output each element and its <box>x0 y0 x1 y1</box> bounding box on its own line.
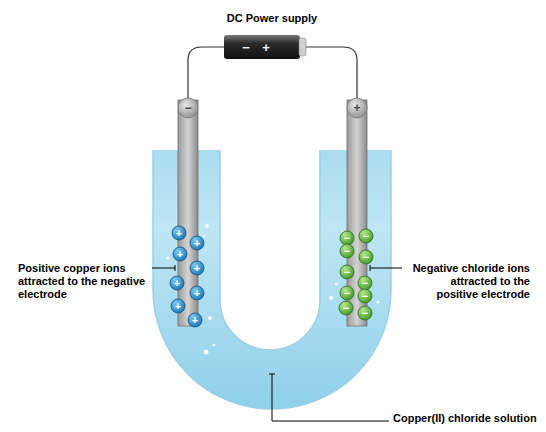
ion-sign: + <box>194 238 200 249</box>
ion-sign: − <box>363 252 369 263</box>
chloride-ion <box>359 250 373 264</box>
copper-ion <box>172 226 186 240</box>
ion-sign: − <box>362 308 368 319</box>
chloride-ion <box>340 244 354 258</box>
callout-label: Positive copper ions attracted to the ne… <box>18 262 148 302</box>
ion-sign: + <box>192 315 198 326</box>
ion-sign: + <box>176 228 182 239</box>
chloride-ion <box>339 301 353 315</box>
copper-ion <box>170 276 184 290</box>
callout-label: Copper(II) chloride solution <box>393 412 538 425</box>
callout-label: Negative chloride ions attracted to the … <box>406 262 530 302</box>
ion-sign: + <box>194 263 200 274</box>
chloride-ion <box>358 276 372 290</box>
ion-sign: − <box>362 291 368 302</box>
ion-sign: − <box>344 288 350 299</box>
copper-ion <box>190 286 204 300</box>
leader-line <box>152 265 402 421</box>
copper-ion <box>190 261 204 275</box>
chloride-ion <box>359 229 373 243</box>
ion-sign: + <box>194 288 200 299</box>
chloride-ion <box>340 231 354 245</box>
chloride-ion <box>340 265 354 279</box>
title-label: DC Power supply <box>192 12 352 25</box>
ion-sign: − <box>344 267 350 278</box>
ion-sign: − <box>362 278 368 289</box>
bubbles <box>167 224 380 355</box>
copper-ion <box>173 247 187 261</box>
copper-ion <box>188 313 202 327</box>
chloride-ion <box>358 306 372 320</box>
terminal-cap <box>178 98 198 118</box>
chloride-ion <box>358 289 372 303</box>
wire <box>306 47 357 99</box>
battery-sign: − <box>242 41 250 54</box>
wire <box>188 47 224 99</box>
ion-sign: − <box>363 231 369 242</box>
terminal-sign: + <box>353 102 360 114</box>
ion-sign: + <box>174 278 180 289</box>
ion-sign: − <box>344 246 350 257</box>
battery-sign: + <box>262 41 270 54</box>
ion-sign: − <box>343 303 349 314</box>
ion-sign: + <box>177 249 183 260</box>
ion-sign: + <box>175 301 181 312</box>
terminal-cap <box>347 98 367 118</box>
copper-ion <box>171 299 185 313</box>
copper-ion <box>190 236 204 250</box>
ion-sign: − <box>344 233 350 244</box>
battery <box>224 35 306 59</box>
chloride-ion <box>340 286 354 300</box>
terminal-sign: − <box>184 102 191 114</box>
